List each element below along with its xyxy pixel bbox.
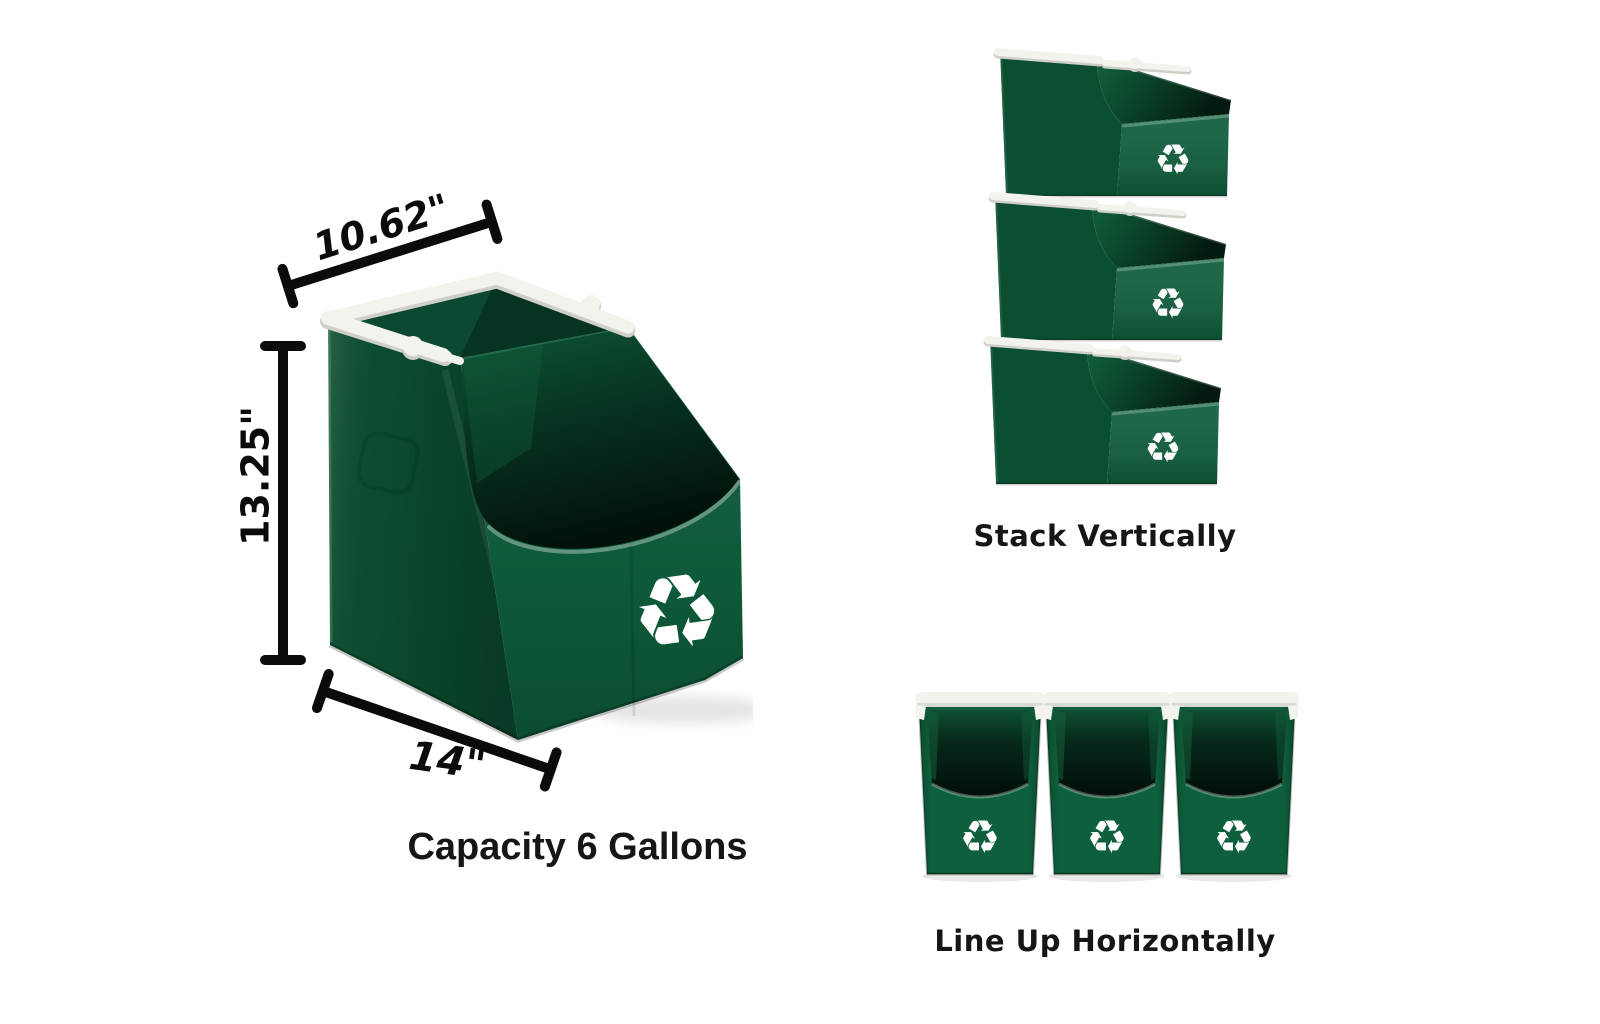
bin-rim bbox=[320, 271, 636, 366]
stack-bin-2: ♻ bbox=[988, 192, 1227, 342]
capacity-caption: Capacity 6 Gallons bbox=[407, 826, 748, 868]
lineup-bin-3: ♻ bbox=[1169, 692, 1299, 882]
recycle-icon: ♻ bbox=[1149, 279, 1187, 328]
height-dimension-label: 13.25" bbox=[233, 406, 278, 546]
stack-bin-1: ♻ bbox=[993, 48, 1232, 198]
stack-bins-illustration: ♻ ♻ bbox=[983, 48, 1232, 486]
lineup-bin-2: ♻ bbox=[1042, 692, 1172, 882]
recycle-icon: ♻ bbox=[1154, 135, 1192, 184]
lineup-caption: Line Up Horizontally bbox=[934, 924, 1276, 958]
stack-caption: Stack Vertically bbox=[973, 519, 1237, 553]
recycle-icon: ♻ bbox=[1086, 810, 1127, 864]
lineup-bins-illustration: ♻ ♻ bbox=[915, 692, 1299, 882]
bin-bottom-edge bbox=[328, 642, 745, 743]
recycle-icon: ♻ bbox=[624, 548, 731, 679]
bin-left-panel bbox=[327, 318, 532, 740]
height-dimension-line bbox=[278, 343, 288, 663]
recycle-icon: ♻ bbox=[1144, 423, 1182, 472]
lineup-bin-1: ♻ bbox=[915, 692, 1045, 882]
stack-bin-3: ♻ bbox=[983, 336, 1222, 486]
recycle-icon: ♻ bbox=[1213, 810, 1254, 864]
main-bin-illustration: ♻ bbox=[320, 271, 753, 743]
recycle-icon: ♻ bbox=[959, 810, 1000, 864]
bin-scoop-opening bbox=[462, 328, 741, 554]
